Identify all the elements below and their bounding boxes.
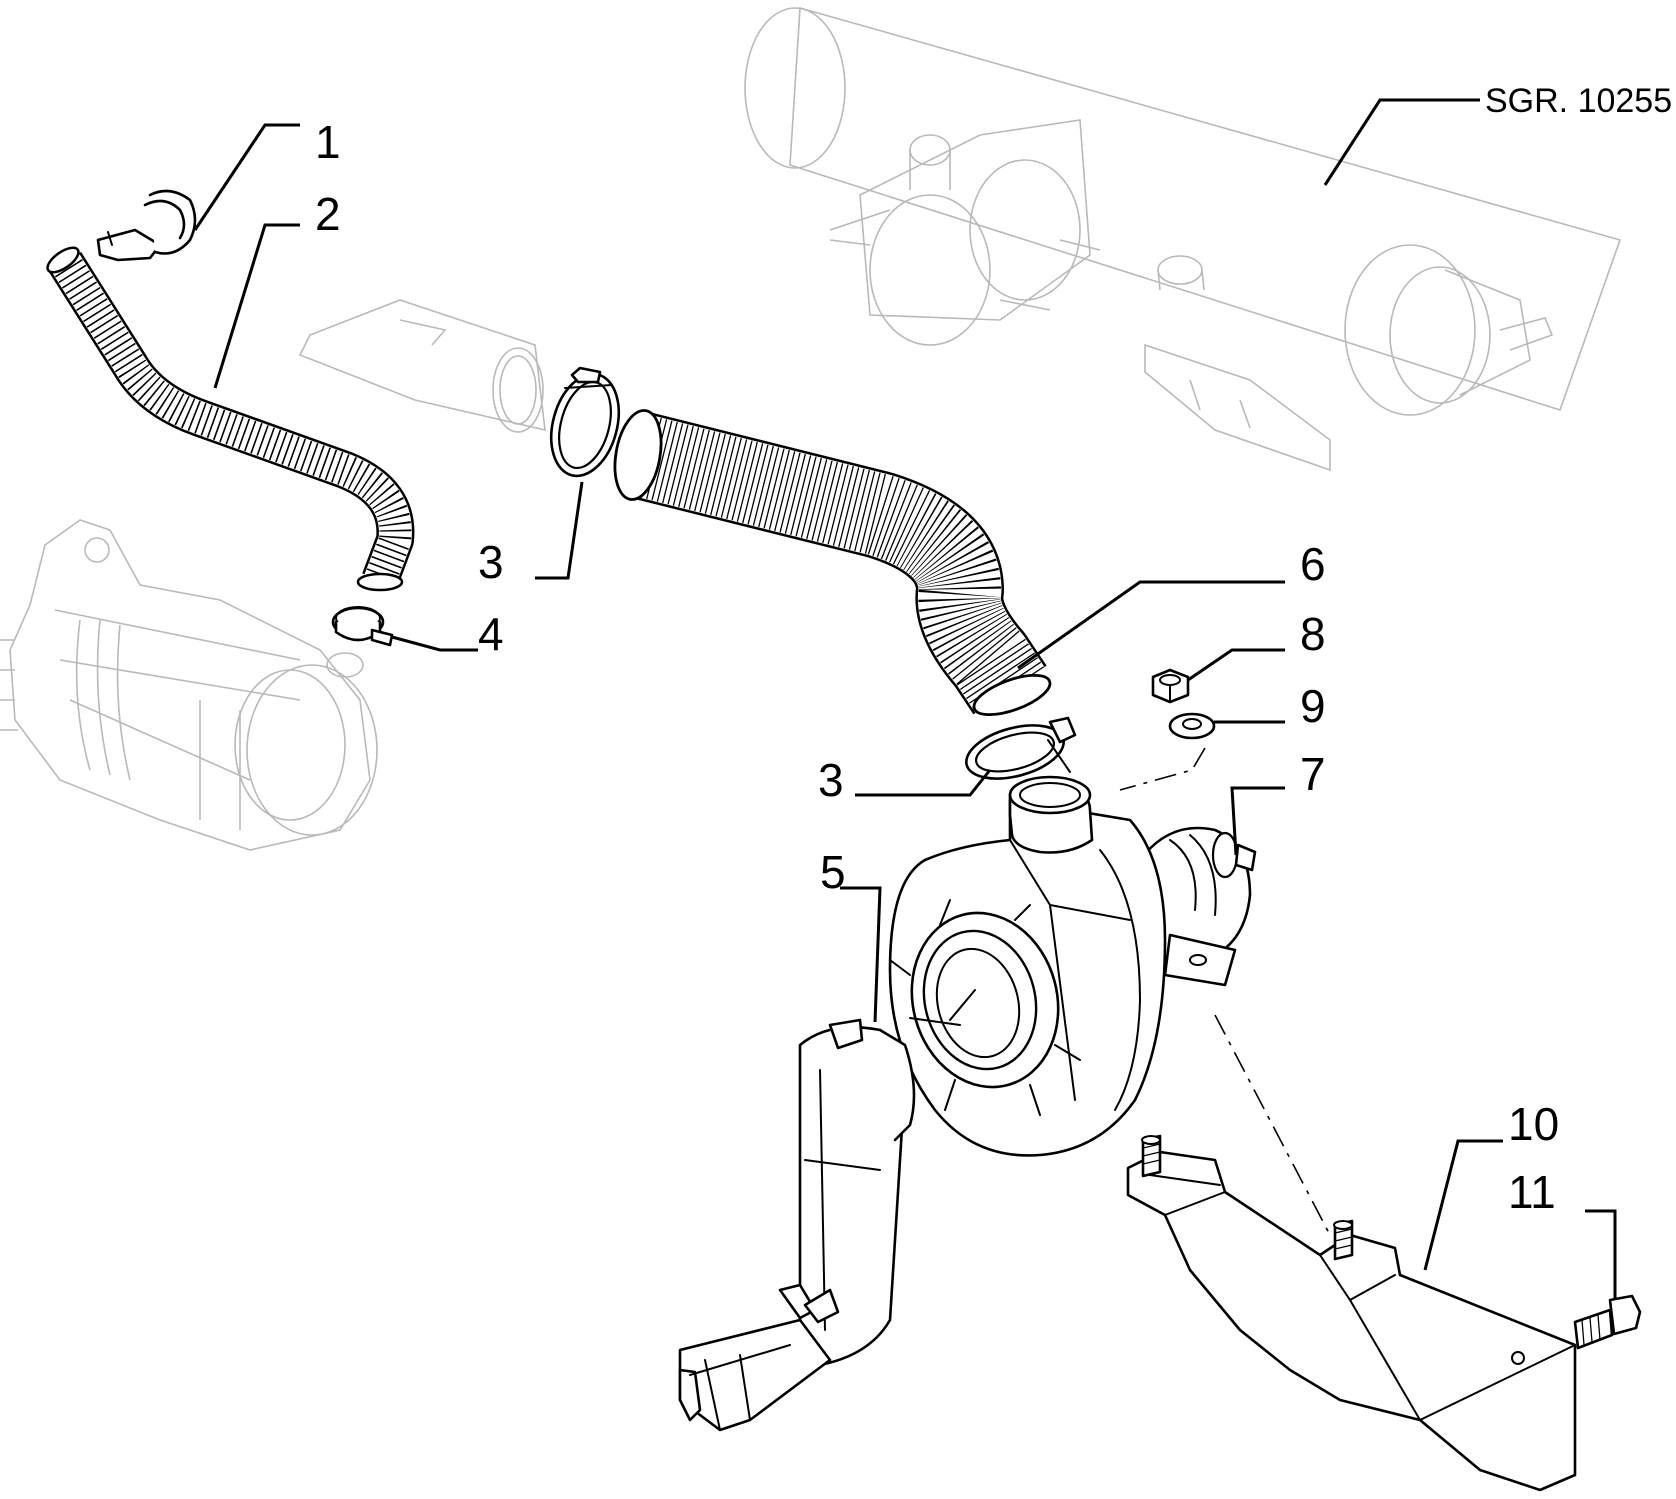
callout-2: 2: [315, 188, 341, 240]
background-exhaust-silencer: [744, 6, 1622, 472]
hose-large: [613, 409, 1052, 717]
hose-small: [46, 246, 415, 592]
leader-3-upper: [535, 481, 584, 580]
leader-10: [1423, 1139, 1503, 1271]
callout-9: 9: [1300, 680, 1326, 732]
reference-label: SGR. 10255: [1485, 82, 1672, 120]
callout-8: 8: [1300, 608, 1326, 660]
leader-ref: [1323, 98, 1480, 186]
bolt: [1573, 1294, 1642, 1350]
leader-6: [1017, 580, 1285, 670]
hose-clamp-upper: [549, 366, 621, 478]
callout-10: 10: [1508, 1098, 1559, 1150]
leader-7: [1230, 786, 1285, 856]
leader-1: [193, 123, 300, 231]
blower-fan: [888, 775, 1257, 1157]
callout-1: 1: [315, 116, 341, 168]
callout-4: 4: [478, 608, 504, 660]
callout-5: 5: [820, 846, 846, 898]
support-bracket: [1126, 1134, 1577, 1492]
leader-2: [213, 223, 300, 389]
hose-clamp-lower: [965, 716, 1077, 780]
leader-4: [391, 635, 478, 652]
leader-8: [1187, 648, 1285, 682]
hose-clip: [96, 189, 197, 262]
washer: [1168, 712, 1216, 740]
callout-11: 11: [1508, 1166, 1556, 1218]
callout-3-lower: 3: [818, 754, 844, 806]
leader-5: [840, 886, 882, 1023]
leader-lines: [193, 98, 1617, 1300]
leader-3-lower: [855, 769, 992, 797]
intake-duct: [678, 1018, 916, 1432]
callout-6: 6: [1300, 538, 1326, 590]
background-air-duct: [298, 299, 546, 433]
assembly-axis: [1119, 747, 1331, 1236]
nut: [1151, 668, 1190, 704]
leader-11: [1585, 1209, 1617, 1300]
callout-7: 7: [1300, 748, 1326, 800]
background-alternator: [0, 519, 378, 851]
callout-3-upper: 3: [478, 536, 504, 588]
hose-clamp-small: [331, 606, 394, 647]
